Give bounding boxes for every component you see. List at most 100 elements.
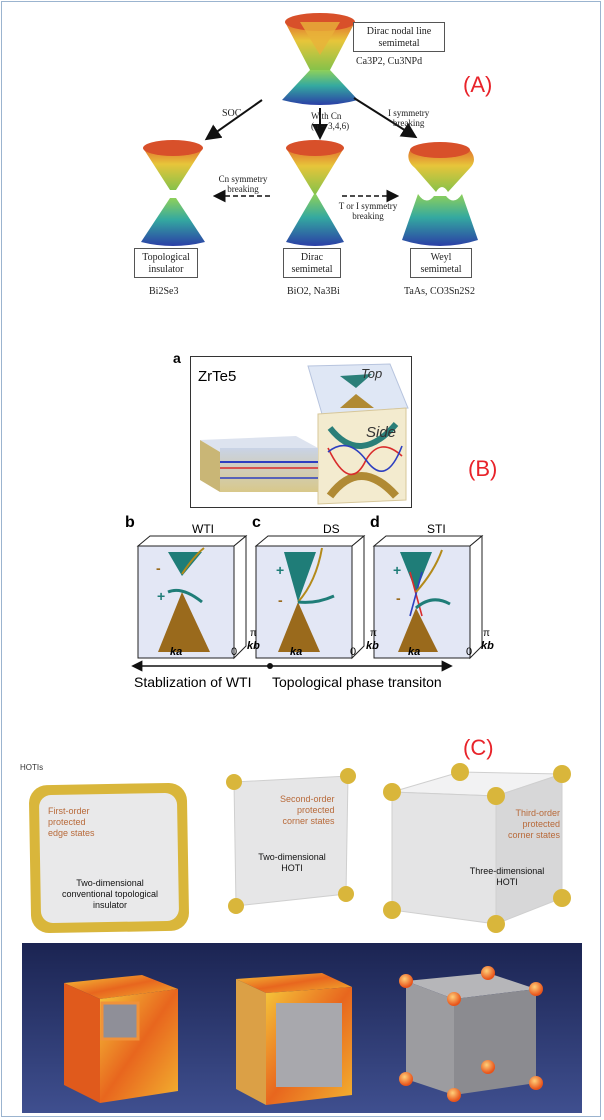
- card3-black-line1: Three-dimensional: [469, 866, 545, 876]
- wti-pi: π: [250, 628, 257, 639]
- card3-orange-line1: Third-order: [515, 808, 561, 818]
- card1-orange-line2: protected: [48, 817, 86, 827]
- panel-b-label: (B): [468, 456, 498, 481]
- ws-line2: semimetal: [420, 264, 462, 275]
- sti-ka: ka: [408, 646, 421, 658]
- sti-minus: -: [396, 590, 401, 606]
- i-symmetry-line1: I symmetry: [388, 108, 430, 118]
- ds-line2: semimetal: [291, 264, 333, 275]
- sti-cube: [372, 534, 484, 660]
- ds-ka: ka: [290, 646, 303, 658]
- panel-c-label: (C): [463, 735, 494, 760]
- cn-breaking-label: Cn symmetry breaking: [215, 174, 271, 194]
- phase-transition-label: Topological phase transiton: [272, 674, 442, 690]
- card2-black-line2: HOTI: [281, 863, 303, 873]
- zrte5-label: ZrTe5: [198, 368, 237, 385]
- sti-plus: +: [393, 562, 402, 578]
- ds-pi: π: [370, 628, 377, 639]
- wti-cube: [136, 534, 248, 660]
- subpanel-c-letter: c: [252, 514, 261, 531]
- panel-a-graphics: [141, 13, 478, 246]
- card3-orange-line3: corner states: [508, 830, 561, 840]
- weyl-semimetal-cones-graphic: [402, 142, 478, 246]
- card1-black-line3: insulator: [92, 900, 128, 910]
- ws-materials: TaAs, CO3Sn2S2: [404, 286, 475, 297]
- card2-orange-line1: Second-order: [280, 794, 335, 804]
- card1-orange-line3: edge states: [48, 828, 95, 838]
- subpanel-d-letter: d: [370, 514, 380, 531]
- hotis-label: HOTIs: [20, 763, 44, 772]
- cn-label: With Cn (n = 3,4,6): [311, 111, 349, 131]
- cn-label-line2: (n = 3,4,6): [311, 121, 350, 131]
- nodal-line-title: Dirac nodal line: [366, 26, 432, 37]
- ti-line2: insulator: [148, 264, 184, 275]
- nodal-line-cone-graphic: [282, 13, 358, 105]
- dirac-nodal-line-box: Dirac nodal line semimetal: [353, 22, 445, 52]
- panel-a-label: (A): [463, 72, 493, 97]
- hoti-cards-graphics: [29, 763, 571, 934]
- weyl-semimetal-box: Weyl semimetal: [410, 248, 472, 278]
- side-label: Side: [366, 424, 397, 441]
- card2-orange-line3: corner states: [282, 816, 335, 826]
- topological-insulator-box: Topological insulator: [134, 248, 198, 278]
- ds-materials: BiO2, Na3Bi: [287, 286, 340, 297]
- ds-plus: +: [276, 562, 285, 578]
- zrte5-graphics: [200, 363, 409, 505]
- sti-zero: 0: [466, 646, 473, 658]
- wti-zero: 0: [231, 646, 238, 658]
- card3-orange-line2: protected: [522, 819, 561, 829]
- subpanel-b-title: WTI: [192, 522, 214, 536]
- card3-orange-text: Third-order protected corner states: [508, 808, 560, 841]
- t-i-breaking-line2: breaking: [352, 211, 384, 221]
- nodal-line-materials: Ca3P2, Cu3NPd: [356, 56, 423, 67]
- ds-zero: 0: [350, 646, 357, 658]
- dirac-semimetal-box: Dirac semimetal: [283, 248, 341, 278]
- card2-orange-line2: protected: [297, 805, 335, 815]
- ws-line1: Weyl: [430, 252, 452, 263]
- ti-line1: Topological: [142, 252, 190, 263]
- wti-minus: -: [156, 560, 161, 576]
- arrow-origin-dot: [267, 663, 273, 669]
- card3-black-text: Three-dimensional HOTI: [462, 866, 552, 888]
- card2-orange-text: Second-order protected corner states: [280, 794, 335, 827]
- cn-breaking-line1: Cn symmetry: [218, 174, 268, 184]
- arrow-soc: [204, 99, 263, 141]
- topological-insulator-cones-graphic: [141, 140, 205, 246]
- subpanel-a-letter: a: [173, 350, 181, 366]
- card3-black-line2: HOTI: [496, 877, 518, 887]
- subpanel-c-title: DS: [323, 522, 340, 536]
- sti-pi: π: [483, 628, 490, 639]
- ds-kb: kb: [366, 640, 379, 652]
- stabilization-label: Stablization of WTI: [134, 674, 252, 690]
- card1-orange-text: First-order protected edge states: [48, 806, 95, 839]
- card2-black-text: Two-dimensional HOTI: [252, 852, 332, 874]
- ti-materials: Bi2Se3: [149, 286, 179, 297]
- zrte5-box: [190, 356, 412, 508]
- dirac-semimetal-cones-graphic: [286, 140, 344, 246]
- t-i-breaking-line1: T or I symmetry: [338, 201, 398, 211]
- t-i-breaking-label: T or I symmetry breaking: [335, 201, 401, 221]
- sti-kb: kb: [481, 640, 494, 652]
- card1-orange-line1: First-order: [48, 806, 90, 816]
- card1-black-text: Two-dimensional conventional topological…: [50, 878, 170, 911]
- card2-black-line1: Two-dimensional: [258, 852, 326, 862]
- arrow-i-breaking: [353, 97, 418, 139]
- i-symmetry-line2: breaking: [392, 118, 425, 128]
- ds-minus: -: [278, 592, 283, 608]
- band-cubes-graphics: [131, 534, 484, 672]
- cn-breaking-line2: breaking: [227, 184, 259, 194]
- hoti-3d-render: [22, 943, 582, 1113]
- soc-label: SOC: [222, 108, 242, 119]
- ds-line1: Dirac: [300, 252, 324, 263]
- wti-ka: ka: [170, 646, 183, 658]
- subpanel-d-title: STI: [427, 522, 446, 536]
- nodal-line-subtitle: semimetal: [378, 38, 420, 49]
- wti-kb: kb: [247, 640, 260, 652]
- card1-black-line2: conventional topological: [61, 889, 159, 899]
- card1-black-line1: Two-dimensional: [76, 878, 144, 888]
- cn-label-line1: With Cn: [311, 111, 342, 121]
- ds-cube: [254, 534, 366, 660]
- top-label: Top: [361, 366, 383, 381]
- i-symmetry-label: I symmetry breaking: [388, 108, 429, 128]
